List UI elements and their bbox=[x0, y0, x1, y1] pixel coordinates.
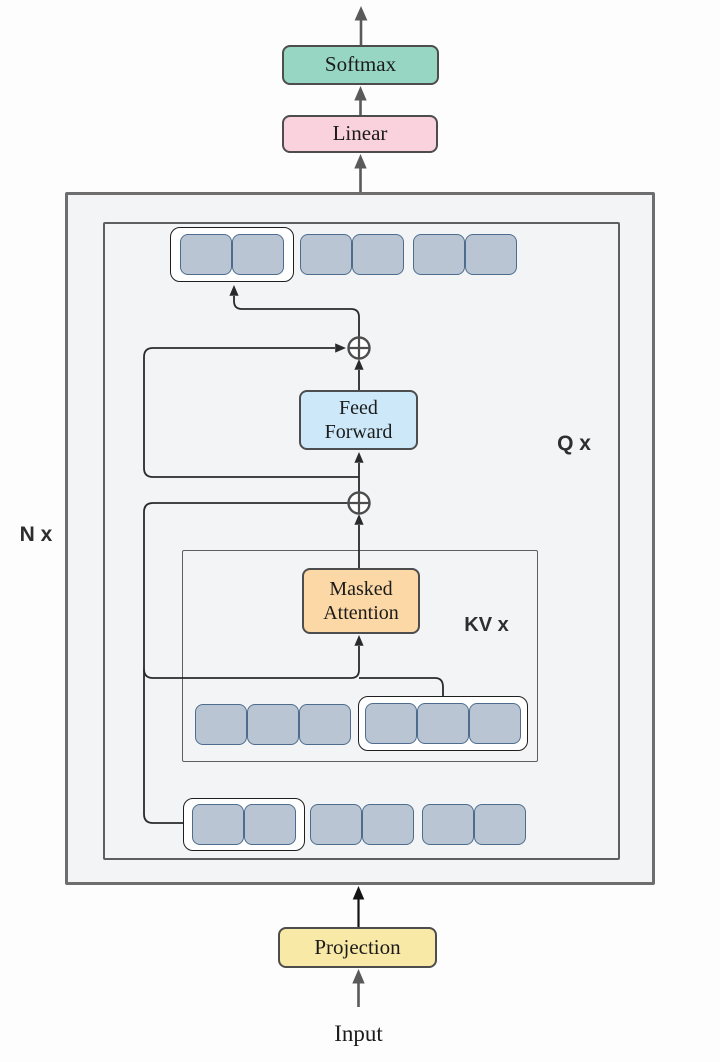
query-token-group bbox=[422, 804, 526, 845]
token bbox=[195, 704, 247, 745]
feed-forward-to-add-arrow bbox=[354, 359, 364, 390]
token bbox=[244, 804, 296, 845]
n-x-label: N x bbox=[19, 523, 53, 546]
token bbox=[417, 703, 469, 744]
kv-token-group-active bbox=[358, 696, 528, 751]
token bbox=[192, 804, 244, 845]
output-token-group-active bbox=[170, 227, 294, 282]
feed-forward-box: Feed Forward bbox=[299, 390, 418, 450]
kv-x-label: KV x bbox=[464, 614, 509, 636]
masked-attention-label-line1: Masked bbox=[329, 577, 393, 600]
feed-forward-residual-path bbox=[143, 343, 359, 478]
token bbox=[365, 703, 417, 744]
token bbox=[465, 234, 517, 275]
decoder-block-frame bbox=[65, 192, 655, 885]
token bbox=[413, 234, 465, 275]
token bbox=[299, 704, 351, 745]
token bbox=[300, 234, 352, 275]
block-to-linear-arrow bbox=[354, 154, 367, 192]
add-circle-icon bbox=[347, 491, 371, 515]
softmax-box: Softmax bbox=[282, 45, 439, 85]
masked-attention-label-line2: Attention bbox=[323, 602, 399, 624]
masked-attention-to-add-arrow bbox=[354, 514, 364, 568]
input-label: Input bbox=[334, 1021, 383, 1046]
token bbox=[310, 804, 362, 845]
kv-block-frame bbox=[182, 550, 538, 762]
linear-to-softmax-arrow bbox=[354, 86, 367, 115]
projection-label: Projection bbox=[314, 934, 401, 959]
add-circle-icon bbox=[347, 336, 371, 360]
query-residual-path bbox=[143, 502, 360, 824]
feed-forward-label-line2: Forward bbox=[324, 421, 393, 443]
add-to-output-tokens-arrow bbox=[229, 285, 360, 337]
projection-box: Projection bbox=[278, 927, 437, 968]
token bbox=[474, 804, 526, 845]
masked-attention-box: Masked Attention bbox=[302, 568, 420, 634]
token bbox=[362, 804, 414, 845]
input-to-projection-arrow bbox=[352, 969, 365, 1007]
token bbox=[232, 234, 284, 275]
q-block-frame bbox=[103, 222, 620, 860]
feed-forward-label-line1: Feed bbox=[339, 396, 378, 419]
linear-label: Linear bbox=[332, 121, 388, 146]
output-token-group bbox=[300, 234, 404, 275]
query-token-group bbox=[310, 804, 414, 845]
kv-token-group bbox=[195, 704, 351, 745]
token bbox=[180, 234, 232, 275]
q-x-label: Q x bbox=[557, 432, 591, 455]
kv-tokens-to-attention-path bbox=[354, 635, 444, 696]
output-token-group bbox=[413, 234, 517, 275]
query-token-group-active bbox=[183, 798, 305, 851]
output-arrow bbox=[354, 6, 368, 45]
softmax-label: Softmax bbox=[324, 52, 397, 77]
add-to-feed-forward-arrow bbox=[354, 452, 364, 492]
linear-box: Linear bbox=[282, 115, 438, 153]
token bbox=[247, 704, 299, 745]
token bbox=[422, 804, 474, 845]
projection-to-block-arrow bbox=[352, 886, 365, 927]
token bbox=[352, 234, 404, 275]
token bbox=[469, 703, 521, 744]
